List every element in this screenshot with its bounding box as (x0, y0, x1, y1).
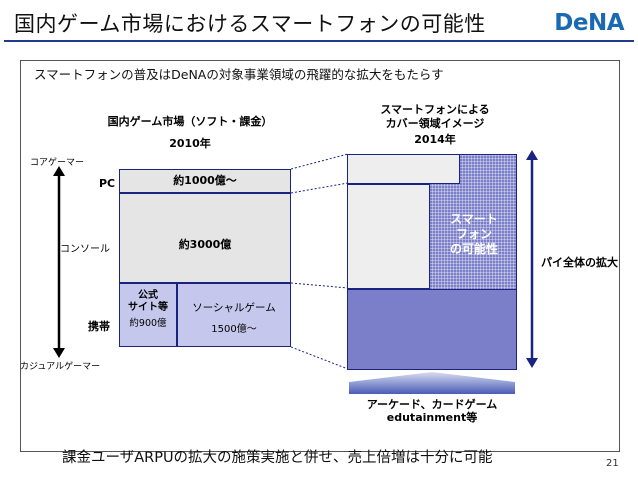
official-sites-value: 約900億 (129, 318, 167, 329)
bottom-expansion-line2: edutainment等 (386, 411, 478, 424)
console-area (347, 184, 430, 289)
row-label-console: コンソール (60, 244, 110, 255)
pie-expansion-arrow (526, 150, 538, 368)
console-value: 約3000億 (178, 238, 232, 251)
pie-expansion-label: パイ全体の拡大 (541, 256, 618, 269)
bottom-expansion-arrow (349, 372, 515, 394)
footer-message: 課金ユーザARPUの拡大の施策実施と併せ、売上倍増は十分に可能 (62, 450, 493, 466)
official-sites-block: 公式 サイト等 約900億 (119, 283, 177, 347)
axis-label-core: コアゲーマー (30, 158, 85, 168)
right-chart-title-2: カバー領域イメージ (385, 117, 485, 130)
right-chart-title-1: スマートフォンによる (380, 103, 490, 116)
connector-lines (291, 153, 349, 370)
social-games-block: ソーシャルゲーム 1500億～ (177, 283, 291, 347)
social-games-value: 1500億～ (211, 324, 257, 335)
page-number: 21 (606, 458, 619, 469)
content-frame (20, 60, 620, 452)
page-title: 国内ゲーム市場におけるスマートフォンの可能性 (14, 12, 486, 36)
console-block: 約3000億 (119, 193, 291, 283)
official-sites-label: 公式 サイト等 (128, 290, 168, 313)
left-chart-year: 2010年 (169, 137, 211, 150)
row-label-mobile: 携帯 (88, 320, 110, 333)
bottom-expansion-line1: アーケード、カードゲーム (366, 398, 498, 411)
title-divider (4, 40, 634, 42)
right-chart-year: 2014年 (414, 133, 456, 146)
subtitle: スマートフォンの普及はDeNAの対象事業領域の飛躍的な拡大をもたらす (34, 67, 444, 82)
axis-double-arrow (53, 166, 65, 358)
mobile-coverage-band (347, 289, 517, 370)
dena-logo: DeNA (554, 10, 624, 36)
axis-label-casual: カジュアルゲーマー (20, 362, 101, 372)
pc-block: 約1000億～ (119, 169, 291, 193)
pc-area (347, 154, 460, 184)
social-games-label: ソーシャルゲーム (192, 302, 276, 314)
pc-value: 約1000億～ (173, 174, 237, 187)
left-chart-title: 国内ゲーム市場（ソフト・課金） (107, 115, 273, 128)
smartphone-potential-label: スマート フォン の可能性 (449, 212, 498, 256)
row-label-pc: PC (99, 177, 116, 190)
